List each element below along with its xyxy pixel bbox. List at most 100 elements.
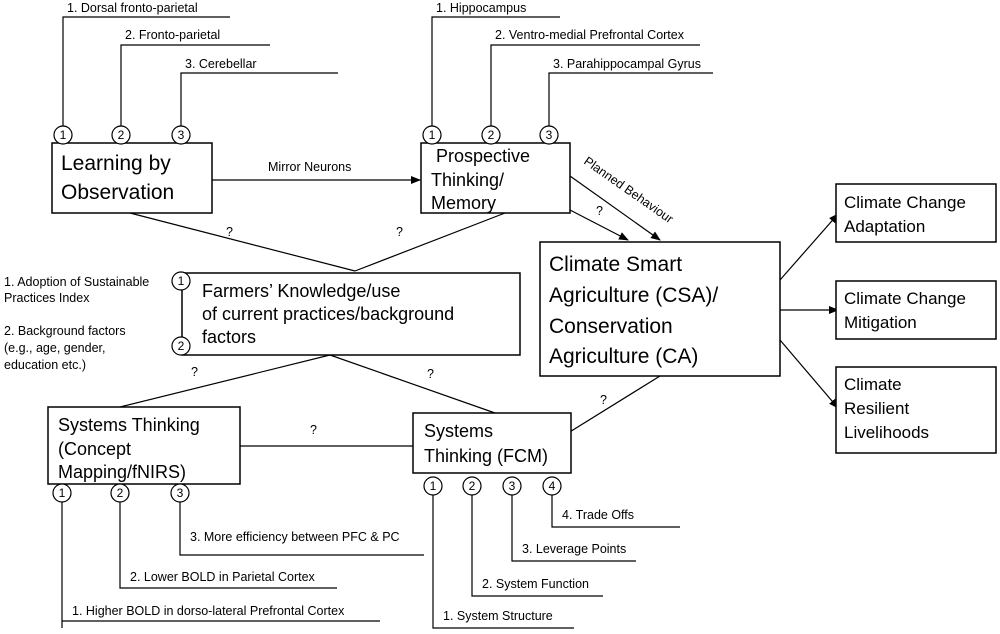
farmers-label-2: 2. Background factors [4,324,126,338]
learning-label-1: 1. Dorsal fronto-parietal [67,1,198,15]
csa-title: Conservation [549,315,673,338]
fcm-marker-4-leader [551,486,680,528]
concept-marker-3 [170,483,190,503]
planned-behaviour-arrow [569,175,661,241]
concept-marker-1 [52,483,72,503]
prospective-to-csa-arrow [569,209,629,241]
learning-by-observation-title: Observation [61,181,174,204]
concept-marker-3-leader [179,493,424,556]
concept-marker-1-number: 1 [59,486,66,500]
learning-by-observation-title: Learning by [61,152,171,175]
systems-thinking-concept-title: Systems Thinking [58,415,200,435]
climate-livelihoods-box [835,366,997,454]
learning-label-3: 3. Cerebellar [185,57,257,71]
question-mark: ? [226,225,233,239]
fcm-marker-1-leader [432,486,574,629]
learning-by-observation-box [51,142,213,214]
farmers-knowledge-title: factors [202,327,256,347]
systems-thinking-concept-title: Mapping/fNIRS) [58,462,186,482]
concept-label-2: 2. Lower BOLD in Parietal Cortex [130,570,316,584]
prospective-marker-3 [539,125,559,145]
prospective-marker-1 [422,125,442,145]
fcm-marker-1 [423,476,443,496]
question-mark: ? [396,225,403,239]
concept-marker-2-number: 2 [117,486,124,500]
fcm-label-1: 1. System Structure [443,609,553,623]
fcm-marker-1-number: 1 [430,479,437,493]
question-mark: ? [600,393,607,407]
prospective-marker-3-leader [548,72,713,135]
farmers-to-fcm-line [329,354,496,414]
climate-livelihoods-title: Climate [844,375,902,394]
fcm-marker-3-leader [511,486,636,562]
prospective-thinking-title: Memory [431,193,496,213]
farmers-marker-1-number: 1 [178,274,185,288]
farmers-label-2: (e.g., age, gender, [4,341,105,355]
prospective-marker-3-number: 3 [546,128,553,142]
farmers-knowledge-title: of current practices/background [202,304,454,324]
farmers-knowledge-box [181,272,521,356]
systems-thinking-concept-box [47,406,241,485]
systems-thinking-fcm-title: Thinking (FCM) [424,446,548,466]
concept-marker-2 [110,483,130,503]
mirror-neurons-label: Mirror Neurons [268,160,351,174]
systems-thinking-fcm-title: Systems [424,421,493,441]
climate-mitigation-title: Mitigation [844,313,917,332]
fcm-marker-3 [502,476,522,496]
fcm-marker-2-leader [471,486,603,597]
climate-livelihoods-title: Livelihoods [844,423,929,442]
prospective-to-farmers-line [354,212,506,272]
prospective-marker-2 [481,125,501,145]
csa-to-livelihoods-arrow [779,339,839,409]
climate-livelihoods-title: Resilient [844,399,909,418]
climate-adaptation-title: Adaptation [844,217,925,236]
farmers-label-1: Practices Index [4,291,90,305]
climate-mitigation-title: Climate Change [844,289,966,308]
climate-mitigation-box [835,280,997,340]
prospective-thinking-box [420,142,571,214]
concept-marker-2-leader [119,493,337,589]
prospective-thinking-title: Prospective [436,146,530,166]
learning-label-2: 2. Fronto-parietal [125,28,220,42]
question-mark: ? [427,367,434,381]
fcm-marker-3-number: 3 [509,479,516,493]
prospective-marker-2-number: 2 [488,128,495,142]
farmers-marker-2-number: 2 [178,339,185,353]
prospective-label-3: 3. Parahippocampal Gyrus [553,57,701,71]
farmers-label-2: education etc.) [4,358,86,372]
prospective-marker-1-number: 1 [429,128,436,142]
prospective-marker-2-leader [490,44,700,135]
fcm-marker-2 [462,476,482,496]
csa-title: Agriculture (CSA)/ [549,284,718,307]
fcm-marker-4-number: 4 [549,479,556,493]
fcm-to-csa-line [559,375,661,439]
farmers-marker-2 [171,336,191,356]
learning-marker-3-leader [180,72,338,135]
climate-adaptation-box [835,183,997,243]
concept-label-3: 3. More efficiency between PFC & PC [190,530,400,544]
learning-marker-1 [53,125,73,145]
learning-marker-1-number: 1 [60,128,67,142]
fcm-label-3: 3. Leverage Points [522,542,626,556]
climate-adaptation-title: Climate Change [844,193,966,212]
csa-to-adaptation-arrow [779,213,839,281]
question-mark: ? [310,423,317,437]
prospective-label-2: 2. Ventro-medial Prefrontal Cortex [495,28,685,42]
fcm-marker-4 [542,476,562,496]
systems-thinking-fcm-box [412,412,572,474]
concept-marker-3-number: 3 [177,486,184,500]
concept-label-1: 1. Higher BOLD in dorso-lateral Prefront… [72,604,345,618]
prospective-thinking-title: Thinking/ [431,170,504,190]
question-mark: ? [596,204,603,218]
csa-title: Agriculture (CA) [549,345,698,368]
learning-to-farmers-line [129,212,356,272]
farmers-marker-1 [171,271,191,291]
farmers-label-1: 1. Adoption of Sustainable [4,275,149,289]
csa-title: Climate Smart [549,253,682,276]
learning-marker-1-leader [62,16,230,135]
fcm-marker-2-number: 2 [469,479,476,493]
prospective-marker-1-leader [431,16,560,135]
systems-thinking-concept-title: (Concept [58,439,131,459]
fcm-label-2: 2. System Function [482,577,589,591]
